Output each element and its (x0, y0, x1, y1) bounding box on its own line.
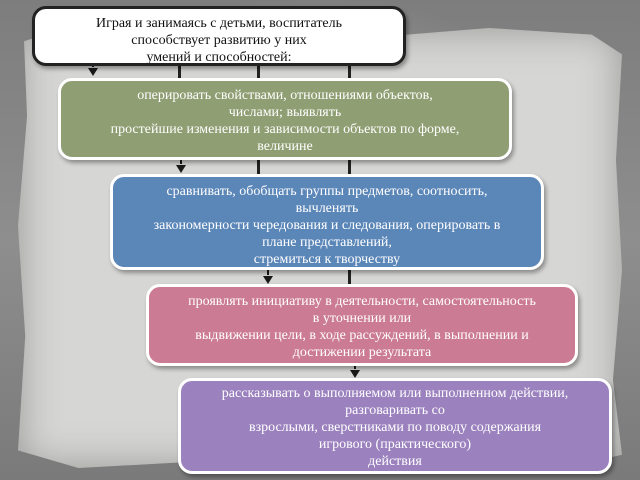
arrow-down-icon (176, 157, 186, 173)
box-line: сравнивать, обобщать группы предметов, с… (166, 184, 488, 199)
connector-line (348, 66, 351, 78)
box-line: Играя и занимаясь с детьми, воспитатель (95, 16, 343, 31)
box-line: игрового (практического) (318, 437, 472, 452)
box-line: в уточнении или (312, 311, 412, 326)
box-line: закономерности чередования и следования,… (153, 218, 501, 233)
box-line: действия (368, 454, 422, 469)
box-initiative: проявлять инициативу в деятельности, сам… (146, 284, 578, 366)
connector-line (348, 160, 351, 174)
box-line: величине (257, 139, 313, 154)
box-line: вычленять (295, 201, 359, 216)
box-line: достижении результата (292, 345, 432, 360)
box-line: умений и способностей: (146, 50, 292, 65)
box-speak: рассказывать о выполняемом или выполненн… (178, 378, 612, 474)
connector-line (257, 66, 260, 78)
box-line: рассказывать о выполняемом или выполненн… (221, 386, 569, 401)
box-line: взрослыми, сверстниками по поводу содерж… (248, 420, 542, 435)
connector-line (257, 160, 260, 174)
arrow-down-icon (350, 362, 360, 378)
connector-line (348, 270, 351, 284)
box-line: простейшие изменения и зависимости объек… (110, 122, 460, 137)
box-line: оперировать свойствами, отношениями объе… (137, 88, 433, 103)
box-line: выдвижении цели, в ходе рассуждений, в в… (195, 328, 529, 343)
box-line: плане представлений, (262, 235, 392, 250)
box-operate: оперировать свойствами, отношениями объе… (58, 78, 512, 160)
box-line: проявлять инициативу в деятельности, сам… (188, 294, 536, 309)
connector-line (178, 66, 181, 78)
box-line: стремиться к творчеству (253, 252, 401, 267)
box-line: способствует развитию у них (131, 33, 307, 48)
box-compare: сравнивать, обобщать группы предметов, с… (110, 174, 544, 270)
arrow-down-icon (263, 268, 273, 284)
box-line: разговаривать со (345, 403, 445, 418)
box-line: числами; выявлять (228, 105, 342, 120)
box-intro: Играя и занимаясь с детьми, воспитатель … (32, 6, 406, 66)
arrow-down-icon (88, 60, 98, 76)
